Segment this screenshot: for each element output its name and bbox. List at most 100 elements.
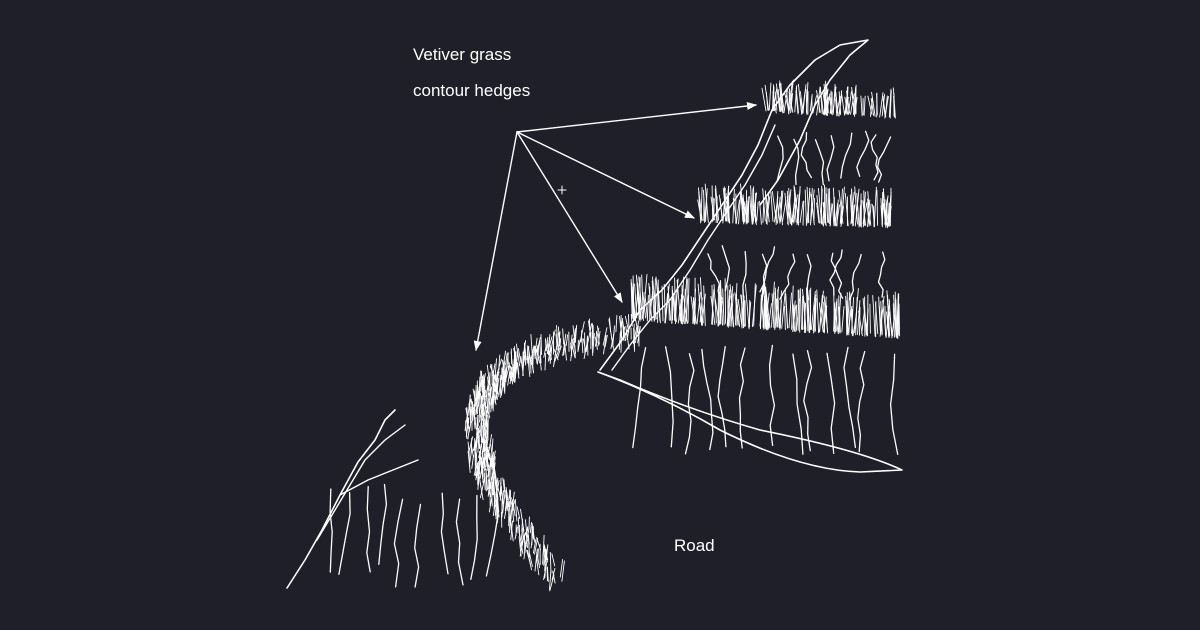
grass-blade <box>545 336 549 352</box>
grass-blade <box>718 300 723 326</box>
grass-blade <box>664 293 669 324</box>
grass-blade <box>744 283 750 330</box>
grass-blade <box>509 495 514 511</box>
grass-blade <box>487 479 491 497</box>
grass-blade <box>546 566 549 583</box>
grass-blade <box>534 337 538 357</box>
grass-blade <box>823 301 826 333</box>
grass-blade <box>602 327 608 346</box>
grass-blade <box>523 544 527 560</box>
erosion-stroke <box>826 135 835 182</box>
grass-blade <box>594 336 598 351</box>
grass-blade <box>732 188 735 224</box>
grass-blade <box>781 288 786 329</box>
erosion-stroke <box>829 249 843 296</box>
grass-blade <box>742 293 745 326</box>
grass-blade <box>798 290 801 333</box>
grass-blade <box>516 506 521 519</box>
grass-blade <box>557 326 561 343</box>
grass-blade <box>547 347 553 360</box>
grass-blade <box>491 484 493 507</box>
grass-blade <box>631 286 637 322</box>
grass-blade <box>700 186 703 222</box>
grass-blade <box>885 199 889 227</box>
erosion-stroke <box>440 492 449 575</box>
grass-blade <box>795 298 801 331</box>
grass-blade <box>759 200 762 225</box>
erosion-stroke <box>814 139 825 186</box>
erosion-stroke <box>717 346 727 448</box>
erosion-stroke <box>329 488 333 573</box>
grass-blade <box>869 303 871 334</box>
grass-blade <box>491 481 493 496</box>
grass-blade <box>500 378 504 398</box>
grass-blade <box>485 408 487 428</box>
grass-blade <box>495 377 500 400</box>
grass-blade <box>507 489 511 508</box>
grass-blade <box>609 317 612 332</box>
grass-blade <box>480 457 485 475</box>
grass-blade <box>574 326 577 343</box>
grass-blade <box>529 553 533 567</box>
grass-blade <box>837 292 842 333</box>
grass-blade <box>535 556 540 576</box>
grass-blade <box>503 479 506 495</box>
grass-blade <box>684 295 689 325</box>
grass-blade <box>834 301 837 334</box>
grass-blade <box>477 415 479 427</box>
grass-blade <box>806 290 810 334</box>
callout-arrow-road-hedge <box>473 131 518 351</box>
grass-blade <box>533 345 536 360</box>
grass-blade <box>579 321 585 343</box>
grass-blade <box>672 293 677 323</box>
hedge-middle <box>697 183 892 229</box>
grass-blade <box>692 288 697 324</box>
erosion-stroke <box>632 346 647 449</box>
grass-blade <box>759 286 764 327</box>
erosion-stroke <box>378 483 388 565</box>
erosion-stroke <box>830 252 844 299</box>
grass-blade <box>820 188 823 224</box>
grass-blade <box>478 473 482 489</box>
erosion-stroke <box>761 253 768 300</box>
grass-blade <box>785 296 788 329</box>
grass-blade <box>848 293 852 336</box>
grass-blade <box>505 494 509 512</box>
grass-blade <box>478 461 481 475</box>
grass-blade <box>534 537 539 555</box>
grass-blade <box>502 492 506 514</box>
grass-blade <box>895 298 898 339</box>
erosion-stroke <box>800 131 813 179</box>
grass-blade <box>522 354 525 376</box>
grass-blade <box>553 349 557 368</box>
road-label: Road <box>674 536 715 555</box>
grass-blade <box>824 97 829 115</box>
grass-blade <box>479 411 483 433</box>
grass-blade <box>805 191 811 226</box>
grass-blade <box>496 358 502 374</box>
grass-blade <box>508 513 512 533</box>
grass-blade <box>502 375 505 392</box>
grass-blade <box>730 302 734 328</box>
grass-blade <box>875 302 879 335</box>
grass-blade <box>549 551 552 574</box>
grass-blade <box>881 93 886 117</box>
erosion-stroke <box>664 346 674 448</box>
grass-blade <box>612 325 615 347</box>
grass-blade <box>854 188 860 227</box>
grass-blade <box>483 472 486 491</box>
grass-blade <box>551 567 556 581</box>
grass-blade <box>549 574 555 592</box>
grass-blade <box>505 352 508 365</box>
grass-blade <box>893 294 897 337</box>
grass-blade <box>784 92 790 111</box>
hedge-lower <box>630 273 901 340</box>
grass-blade <box>764 190 768 225</box>
grass-blade <box>531 523 536 543</box>
grass-blade <box>542 549 544 565</box>
grass-blade <box>540 333 543 356</box>
grass-blade <box>884 95 888 118</box>
grass-blade <box>492 477 496 496</box>
erosion-stroke <box>470 494 478 581</box>
